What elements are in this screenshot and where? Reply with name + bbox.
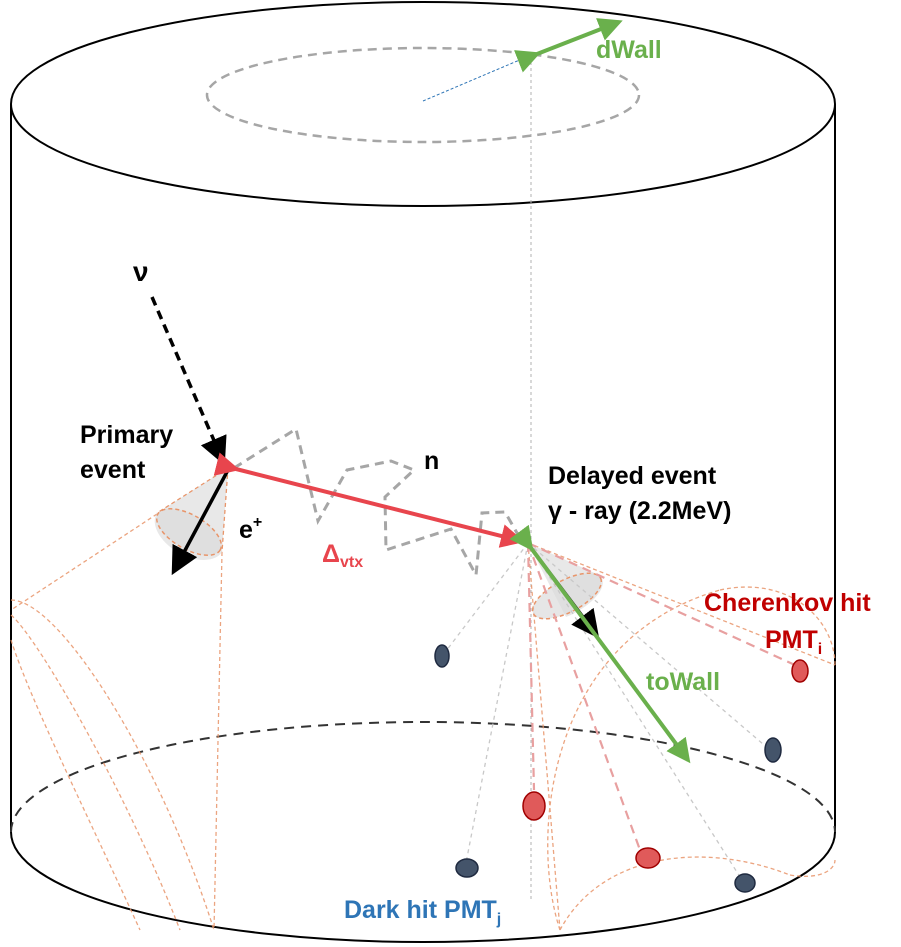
dark-pmt-3 bbox=[455, 858, 479, 878]
dark-hit-label: Dark hit PMTj bbox=[344, 896, 501, 928]
tank-bottom-back bbox=[10, 721, 836, 833]
dark-pmt-4 bbox=[734, 873, 756, 893]
cherenkov-pmt-1 bbox=[791, 659, 809, 683]
dwall-arrow bbox=[514, 18, 623, 73]
neutrino-label: ν bbox=[133, 256, 149, 287]
cherenkov-pmt-label: PMTi bbox=[765, 626, 822, 658]
cylinder-tank bbox=[10, 1, 836, 943]
tank-top-ellipse bbox=[10, 1, 836, 207]
neutron-random-walk bbox=[233, 426, 523, 581]
delta-vtx-label: Δvtx bbox=[322, 540, 363, 571]
towall-arrow bbox=[509, 524, 691, 764]
dark-pmt-1 bbox=[434, 644, 450, 668]
cherenkov-pmt-3 bbox=[635, 847, 661, 869]
cherenkov-pmt-2 bbox=[522, 791, 546, 821]
towall-label: toWall bbox=[646, 668, 720, 696]
primary-cherenkov-cone bbox=[154, 467, 229, 560]
delta-vtx-arrow bbox=[213, 452, 525, 548]
dark-pmt-2 bbox=[764, 737, 782, 763]
tank-bottom-front bbox=[10, 831, 836, 943]
delayed-event-label: Delayed event γ - ray (2.2MeV) bbox=[548, 462, 731, 525]
pmt-hits bbox=[434, 644, 809, 893]
cherenkov-hit-label: Cherenkov hit bbox=[704, 589, 871, 617]
neutron-label: n bbox=[424, 447, 439, 475]
primary-event-label: Primary event bbox=[80, 421, 180, 484]
radius-line bbox=[422, 55, 530, 102]
positron-label: e+ bbox=[239, 514, 262, 544]
primary-cone-projection bbox=[10, 513, 223, 931]
dwall-label: dWall bbox=[596, 36, 662, 64]
fiducial-top-ellipse bbox=[205, 46, 641, 144]
